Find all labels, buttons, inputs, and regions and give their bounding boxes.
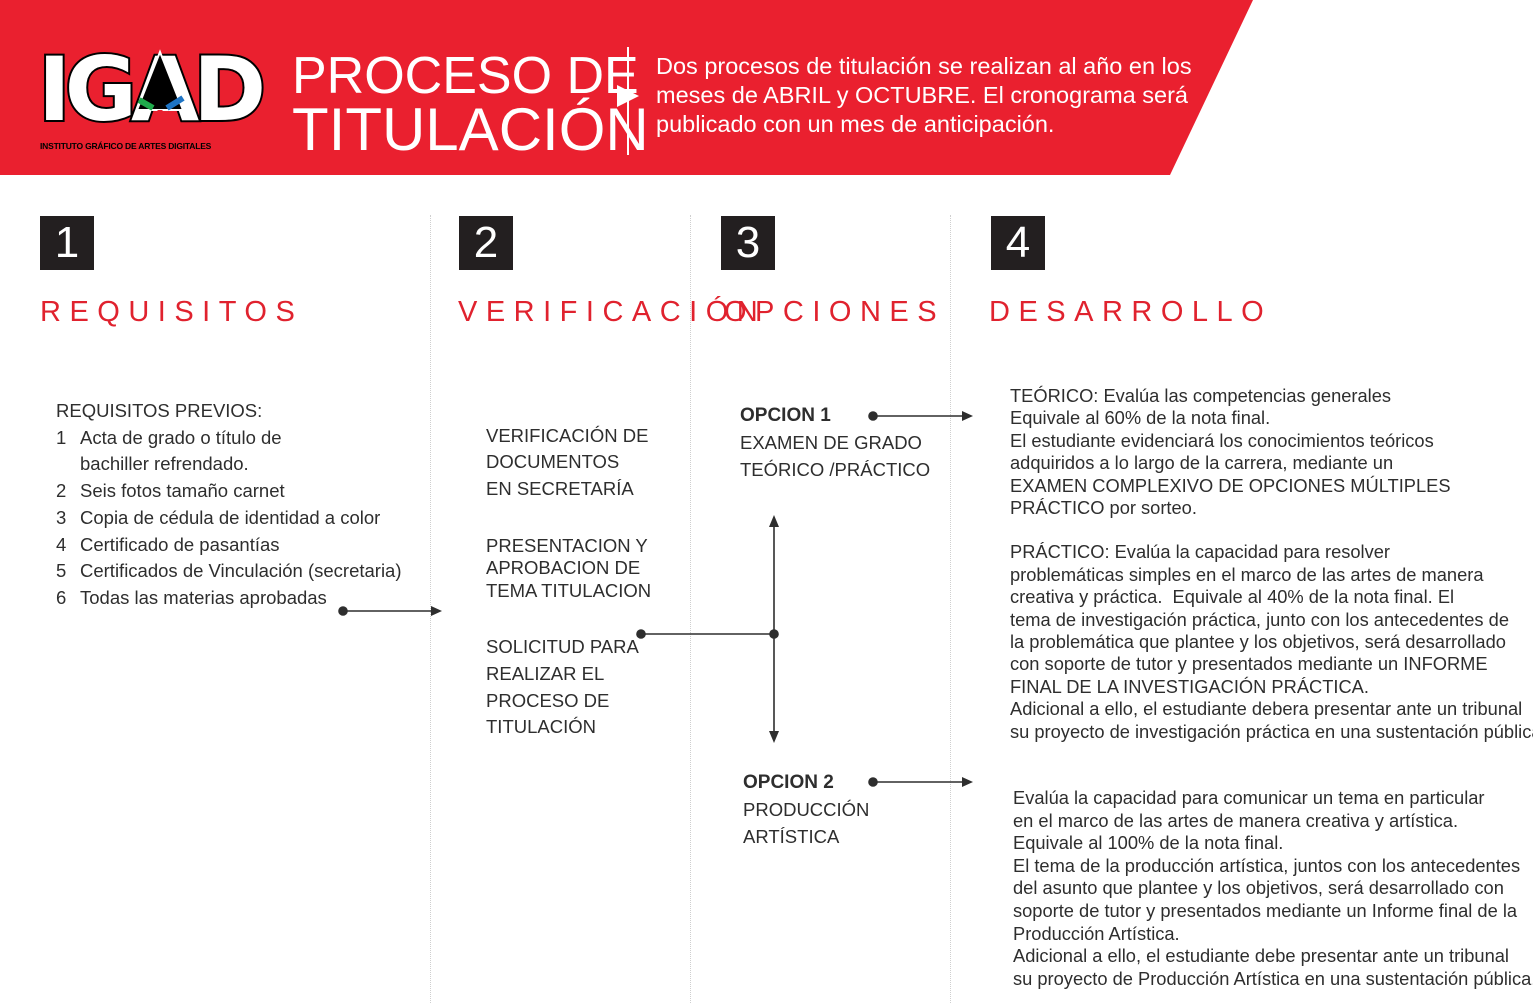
list-number: 1 [56,427,67,448]
list-item: Acta de grado o título de [80,427,282,448]
verification-line: DOCUMENTOS [486,451,620,472]
desarrollo-line: Adicional a ello, el estudiante debera p… [1010,698,1523,720]
desarrollo-line: Evalúa la capacidad para comunicar un te… [1013,787,1485,808]
desarrollo-line: su proyecto de investigación práctica en… [1010,720,1533,742]
desarrollo-line: tema de investigación práctica, junto co… [1010,608,1509,630]
list-item: bachiller refrendado. [80,453,249,474]
step-heading-desarrollo: DESARROLLO [989,296,1273,328]
logo-subtitle: INSTITUTO GRÁFICO DE ARTES DIGITALES [40,141,212,151]
step-number-4: 4 [991,216,1045,270]
desarrollo-line: Equivale al 100% de la nota final. [1013,832,1284,854]
list-item: Todas las materias aprobadas [80,587,327,608]
header-description: Dos procesos de titulación se realizan a… [656,52,1192,139]
option-2-title: OPCION 2 [743,772,834,793]
verification-line: PROCESO DE [486,690,610,711]
desarrollo-line: Equivale al 60% de la nota final. [1010,407,1271,429]
desarrollo-line: Producción Artística. [1013,922,1180,944]
verification-line: REALIZAR EL [486,663,605,684]
desarrollo-line: adquiridos a lo largo de la carrera, med… [1010,452,1394,474]
desarrollo-line: El tema de la producción artística, junt… [1013,854,1521,876]
list-item: Copia de cédula de identidad a color [80,507,381,528]
step-heading-opciones: OPCIONES [724,296,946,328]
desarrollo-line: TEÓRICO: Evalúa las competencias general… [1010,385,1392,406]
option-2-line: PRODUCCIÓN [743,799,870,820]
list-item: Certificado de pasantías [80,534,280,555]
desarrollo-line: FINAL DE LA INVESTIGACIÓN PRÁCTICA. [1010,675,1369,697]
step-number-2: 2 [459,216,513,270]
desarrollo-line: en el marco de las artes de manera creat… [1013,809,1459,831]
desarrollo-line: su proyecto de Producción Artística en u… [1013,967,1533,989]
logo-triangle-icon [135,49,185,136]
verification-line: TITULACIÓN [486,716,596,737]
desarrollo-line: con soporte de tutor y presentados media… [1010,653,1488,675]
list-number: 5 [56,560,67,581]
desarrollo-line: PRÁCTICO: Evalúa la capacidad para resol… [1010,541,1391,563]
list-number: 6 [56,587,67,608]
verification-line: PRESENTACION Y [486,535,648,556]
desarrollo-opcion-1: TEÓRICO: Evalúa las competencias general… [1010,385,1533,743]
list-number: 4 [56,534,67,555]
desarrollo-line: Adicional a ello, el estudiante debe pre… [1013,945,1509,967]
desarrollo-line: PRÁCTICO por sorteo. [1010,497,1197,519]
desarrollo-line: del asunto que plantee y los objetivos, … [1013,877,1504,899]
desarrollo-line: El estudiante evidenciará los conocimien… [1010,429,1434,451]
list-number: 3 [56,507,67,528]
option-1-title: OPCION 1 [740,405,831,426]
description-line: publicado con un mes de anticipación. [656,111,1055,137]
connector-verificacion-to-opciones [636,515,779,743]
desarrollo-line: la problemática que plantee y los objeti… [1010,631,1506,653]
option-2-line: ARTÍSTICA [743,826,840,847]
list-item: Seis fotos tamaño carnet [80,480,285,501]
desarrollo-line: EXAMEN COMPLEXIVO DE OPCIONES MÚLTIPLES [1010,474,1451,496]
desarrollo-line: problemáticas simples en el marco de las… [1010,563,1484,585]
step-number-1: 1 [40,216,94,270]
option-1-line: TEÓRICO /PRÁCTICO [740,459,931,480]
step-heading-requisitos: REQUISITOS [40,296,304,328]
header-banner [0,0,1253,175]
option-1-line: EXAMEN DE GRADO [740,432,922,453]
description-line: meses de ABRIL y OCTUBRE. El cronograma … [656,82,1188,108]
arrow-requisitos-to-verificacion [338,606,442,616]
description-line: Dos procesos de titulación se realizan a… [656,53,1192,79]
desarrollo-opcion-2: Evalúa la capacidad para comunicar un te… [1013,787,1533,990]
list-item: Certificados de Vinculación (secretaria) [80,560,402,581]
desarrollo-line [1010,519,1533,541]
list-number: 2 [56,480,67,501]
page-title-line2: TITULACIÓN [292,96,649,163]
verification-line: EN SECRETARÍA [486,478,634,499]
desarrollo-line: creativa y práctica. Equivale al 40% de … [1010,586,1455,608]
requisitos-title: REQUISITOS PREVIOS: [56,400,263,421]
column-divider [950,215,951,1003]
step-heading-verificacion: VERIFICACIÓN [458,296,767,328]
verification-line: TEMA TITULACION [486,580,652,601]
arrow-option-1 [868,411,973,421]
verification-line: APROBACION DE [486,557,641,578]
verification-line: SOLICITUD PARA [486,636,639,657]
desarrollo-line: soporte de tutor y presentados mediante … [1013,899,1518,921]
column-divider [690,215,691,1003]
verification-line: VERIFICACIÓN DE [486,425,649,446]
page-title-line1: PROCESO DE [292,47,639,105]
play-arrow-icon [617,85,639,107]
step-number-3: 3 [721,216,775,270]
arrow-option-2 [868,777,973,787]
column-divider [430,215,431,1003]
